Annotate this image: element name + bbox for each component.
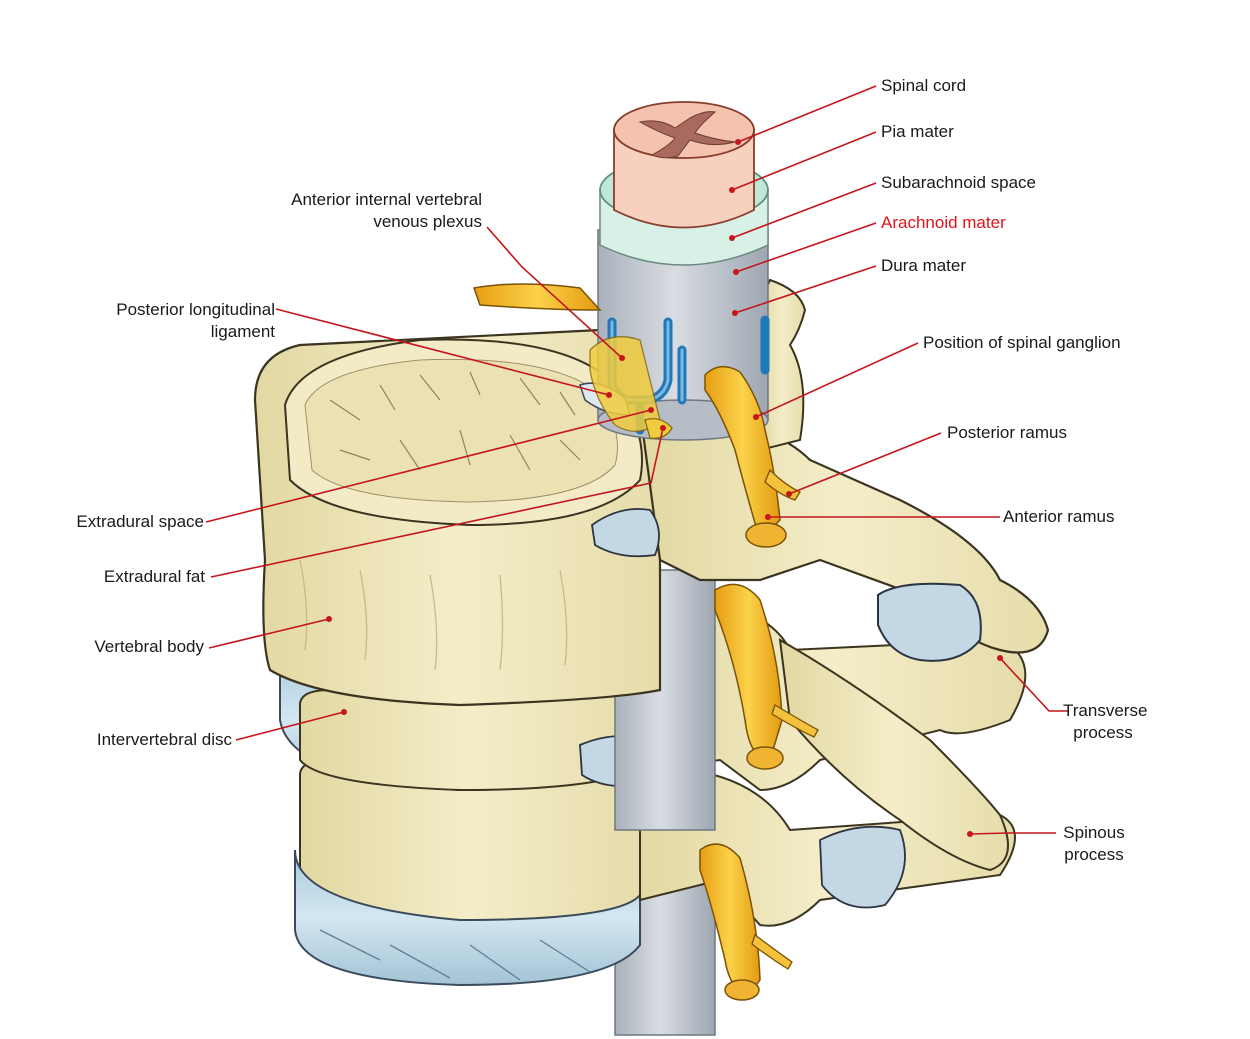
spinous-process [778, 638, 1009, 872]
label-pia-mater: Pia mater [881, 122, 954, 141]
label-subarachnoid-space: Subarachnoid space [881, 173, 1037, 192]
label-intervertebral-disc: Intervertebral disc [96, 730, 232, 749]
anterior-ramus-cut [745, 522, 787, 548]
leader-dots [326, 139, 1003, 837]
label-anterior-ramus: Anterior ramus [1003, 507, 1115, 526]
extradural-fat [589, 336, 661, 432]
leader-lines [205, 85, 1068, 835]
lower-nerve [699, 843, 761, 996]
middle-nerve [714, 583, 783, 761]
label-posterior-ramus: Posterior ramus [947, 423, 1067, 442]
label-position-of-spinal-ganglion: Position of spinal ganglion [923, 333, 1121, 352]
label-spinous-process: Spinous process [1063, 823, 1125, 864]
label-arachnoid-mater: Arachnoid mater [881, 213, 1006, 232]
label-anterior-internal-vertebral-venous-plexus: Anterior internal vertebral venous plexu… [291, 190, 482, 231]
superior-articular-process [759, 278, 807, 452]
middle-vertebral-body [299, 689, 647, 792]
label-transverse-process: Transverse process [1063, 701, 1148, 742]
label-vertebral-body: Vertebral body [94, 637, 204, 656]
lower-intervertebral-disc [294, 849, 641, 987]
label-extradural-space: Extradural space [76, 512, 204, 531]
upper-facet [591, 508, 660, 558]
label-extradural-fat: Extradural fat [103, 567, 205, 586]
label-dura-mater: Dura mater [881, 256, 967, 275]
label-posterior-longitudinal-ligament: Posterior longitudinal ligament [116, 300, 275, 341]
left-nerve-root [472, 283, 602, 311]
transverse-process-facet [877, 582, 982, 662]
label-spinal-cord: Spinal cord [881, 76, 967, 95]
lower-facet [819, 825, 906, 909]
